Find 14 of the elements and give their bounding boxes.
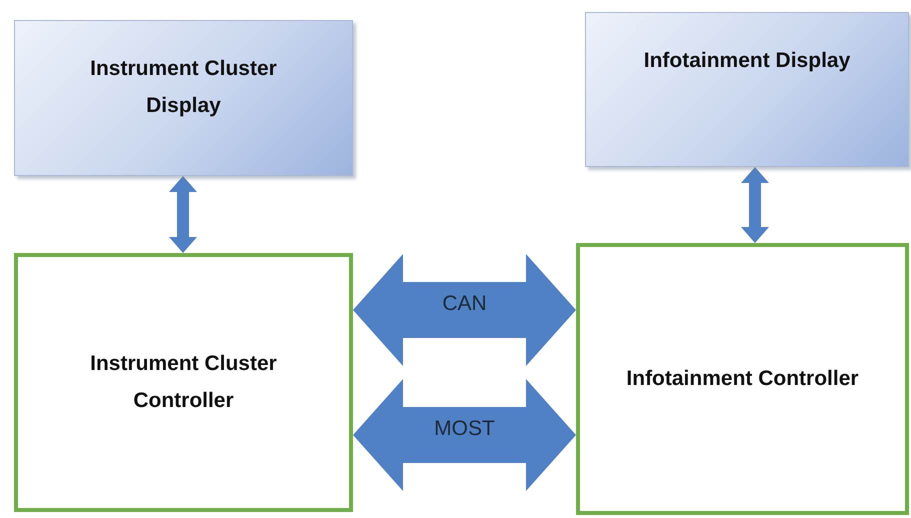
node-label: Infotainment Controller — [626, 366, 859, 392]
double-arrow — [169, 176, 197, 253]
controller-box — [576, 243, 909, 515]
edge-label: CAN — [442, 292, 487, 316]
double-arrow — [741, 167, 769, 243]
display-box — [585, 12, 909, 167]
double-arrow — [353, 379, 576, 491]
double-arrow — [353, 254, 576, 366]
edge-label: MOST — [434, 417, 495, 441]
node-label: Instrument Cluster Display — [89, 56, 278, 119]
node-label: Infotainment Display — [644, 48, 850, 74]
display-box — [14, 20, 353, 176]
controller-box — [14, 253, 353, 512]
node-label: Instrument Cluster Controller — [89, 350, 278, 414]
